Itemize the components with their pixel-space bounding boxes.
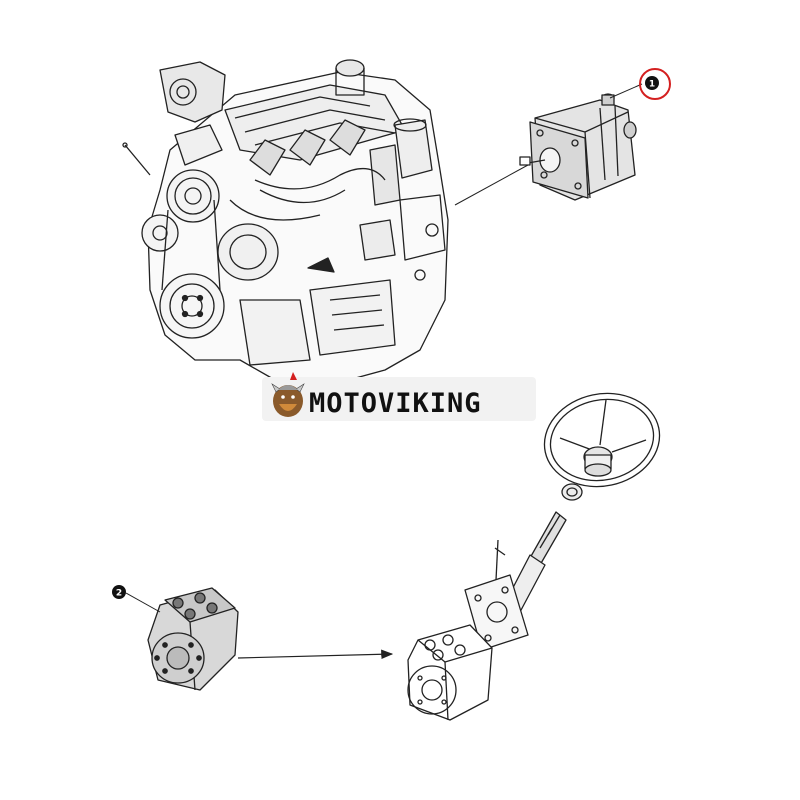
engine-illustration — [122, 59, 449, 386]
callout-1-highlight-ring — [639, 68, 671, 100]
callout-2[interactable]: 2 — [112, 585, 126, 599]
engine-to-pump-leader — [454, 164, 529, 206]
brand-name: MOTOVIKING — [309, 388, 482, 419]
callout-1-label: 1 — [649, 80, 655, 90]
brand-watermark: MOTOVIKING — [262, 372, 536, 421]
assembly-arrow — [237, 649, 394, 660]
callout-2-label: 2 — [116, 589, 122, 599]
steering-unit-illustration — [147, 587, 239, 691]
steering-assembly-illustration — [407, 392, 661, 721]
callout-1[interactable]: 1 — [645, 76, 659, 90]
viking-mascot-icon — [271, 372, 305, 417]
hydraulic-pump-illustration — [519, 93, 637, 201]
